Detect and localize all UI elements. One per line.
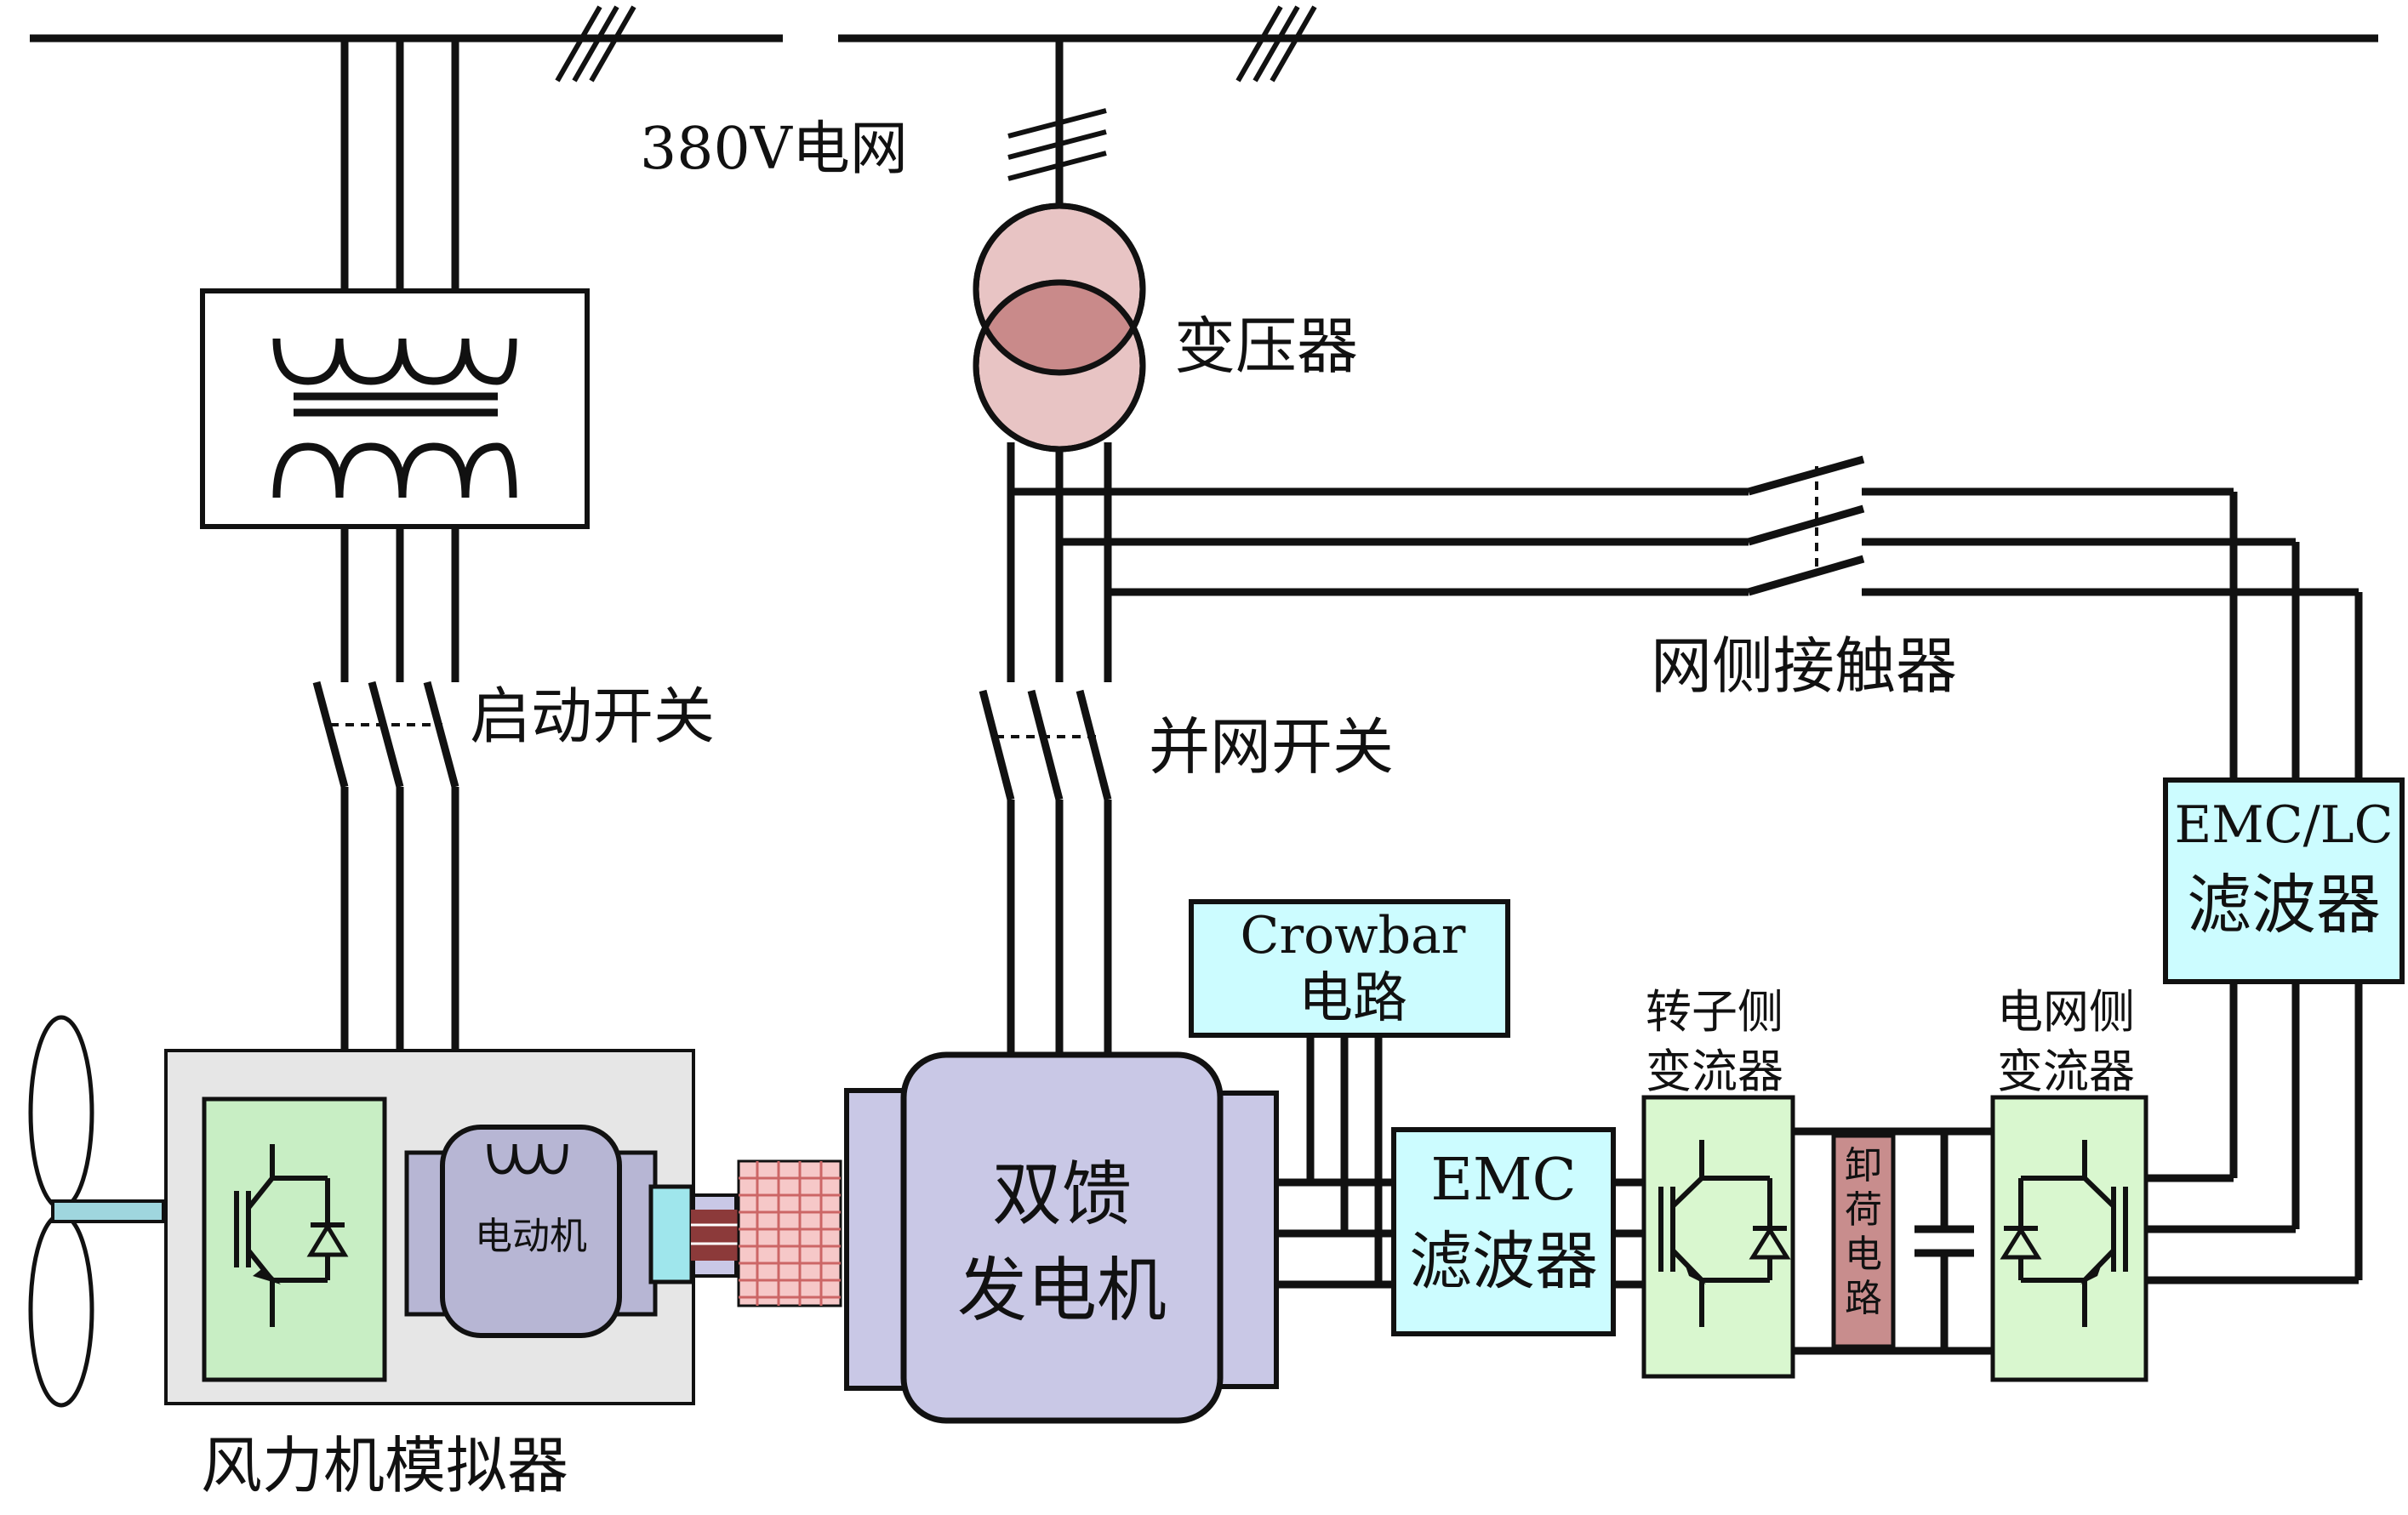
emc-filter: EMC 滤波器 bbox=[1391, 1127, 1616, 1336]
emc-to-rotor-converter-lines bbox=[1613, 1178, 1646, 1289]
secondary-coil-icon bbox=[272, 442, 517, 498]
wind-simulator: 电动机 bbox=[164, 1049, 695, 1405]
igbt-icon bbox=[1658, 1140, 1791, 1327]
dump-load-circuit: 卸 荷 电 路 bbox=[1831, 1133, 1896, 1349]
motor-label: 电动机 bbox=[475, 1215, 587, 1258]
start-switch-label: 启动开关 bbox=[470, 681, 715, 752]
grid-side-contactor-label: 网侧接触器 bbox=[1651, 630, 1957, 702]
rotor-lines bbox=[1276, 1034, 1395, 1289]
wind-simulator-label: 风力机模拟器 bbox=[201, 1430, 568, 1501]
crowbar-label-1: Crowbar bbox=[1241, 906, 1466, 965]
blade-upper-icon bbox=[28, 1015, 94, 1210]
rotor-converter-label-1: 转子侧 bbox=[1646, 985, 1783, 1039]
igbt-icon bbox=[234, 1144, 349, 1327]
left-lower-lines bbox=[312, 527, 459, 1051]
transformer-secondary-lines bbox=[1007, 442, 1749, 682]
simulator-inverter bbox=[202, 1096, 387, 1382]
dfig-label-1: 双馈 bbox=[992, 1154, 1132, 1235]
dump-load-char-1: 卸 bbox=[1845, 1144, 1882, 1188]
motor-winding-icon bbox=[487, 1143, 568, 1175]
motor bbox=[440, 1125, 622, 1338]
grid-busbar bbox=[30, 5, 2378, 83]
emc-lc-filter-label-2: 滤波器 bbox=[2187, 867, 2381, 943]
emc-filter-label-2: 滤波器 bbox=[1409, 1225, 1598, 1298]
isolation-transformer bbox=[200, 288, 590, 529]
rotor-side-converter bbox=[1641, 1095, 1795, 1379]
primary-coil-icon bbox=[272, 338, 517, 385]
dump-load-char-2: 荷 bbox=[1845, 1188, 1882, 1232]
three-phase-mark-right bbox=[1235, 5, 1317, 83]
grid-transformer bbox=[973, 38, 1146, 453]
grid-side-converter bbox=[1990, 1095, 2148, 1382]
dfig-label-2: 发电机 bbox=[957, 1250, 1167, 1331]
dc-bus bbox=[1793, 1127, 1995, 1355]
dump-load-char-4: 路 bbox=[1845, 1277, 1882, 1320]
grid-converter-label-2: 变流器 bbox=[1997, 1045, 2135, 1098]
turbine-blades bbox=[28, 1015, 165, 1408]
lc-to-grid-converter-lines bbox=[2144, 982, 2363, 1284]
blade-lower-icon bbox=[28, 1212, 94, 1408]
transformer-label: 变压器 bbox=[1174, 310, 1358, 382]
turbine-shaft bbox=[51, 1199, 165, 1223]
crowbar-circuit: Crowbar 电路 bbox=[1189, 899, 1510, 1038]
grid-side-contactor bbox=[1747, 455, 2363, 783]
crowbar-label-2: 电路 bbox=[1298, 967, 1407, 1030]
emc-lc-filter-label-1: EMC/LC bbox=[2174, 795, 2393, 855]
grid-connect-switch bbox=[979, 689, 1112, 1055]
igbt-icon bbox=[2000, 1140, 2128, 1327]
grid-label: 380V电网 bbox=[640, 116, 908, 183]
emc-filter-label-1: EMC bbox=[1430, 1147, 1576, 1214]
three-phase-mark-left bbox=[555, 5, 636, 83]
shaft-coupling bbox=[691, 1159, 842, 1307]
grid-connect-switch-label: 并网开关 bbox=[1149, 711, 1394, 783]
grid-converter-label-1: 电网侧 bbox=[1997, 985, 2135, 1039]
emc-lc-filter: EMC/LC 滤波器 bbox=[2163, 777, 2405, 984]
left-feeder-lines bbox=[340, 38, 459, 291]
dump-load-char-3: 电 bbox=[1845, 1233, 1882, 1276]
dfig: 双馈 发电机 bbox=[844, 1051, 1279, 1424]
rotor-converter-label-2: 变流器 bbox=[1646, 1045, 1783, 1098]
